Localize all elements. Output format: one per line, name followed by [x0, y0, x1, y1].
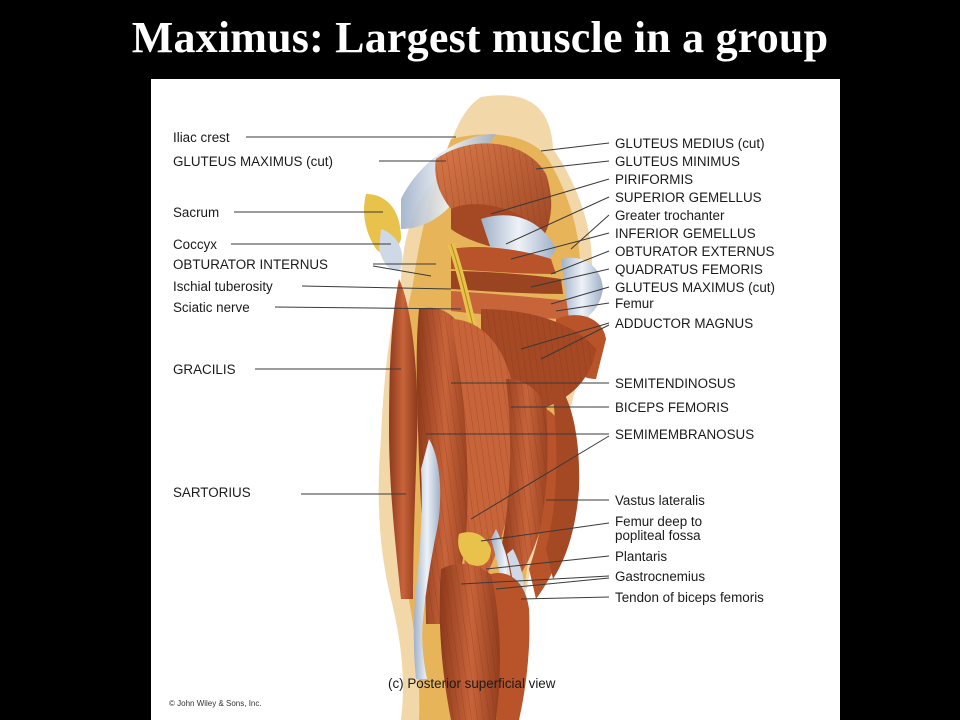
label-semitendinosus: SEMITENDINOSUS [615, 376, 736, 391]
label-plantaris: Plantaris [615, 549, 667, 564]
label-sciatic-nerve: Sciatic nerve [173, 300, 250, 315]
label-inferior-gemellus: INFERIOR GEMELLUS [615, 226, 756, 241]
label-tendon-biceps-femoris: Tendon of biceps femoris [615, 590, 764, 605]
posterior-thigh-illustration: Iliac crest GLUTEUS MAXIMUS (cut) Sacrum… [169, 95, 775, 720]
label-obturator-internus: OBTURATOR INTERNUS [173, 257, 328, 272]
label-ischial-tuberosity: Ischial tuberosity [173, 279, 273, 294]
label-vastus-lateralis: Vastus lateralis [615, 493, 705, 508]
label-gluteus-maximus-cut-right: GLUTEUS MAXIMUS (cut) [615, 280, 775, 295]
label-gastrocnemius: Gastrocnemius [615, 569, 705, 584]
gracilis-muscle [389, 279, 418, 599]
left-labels: Iliac crest GLUTEUS MAXIMUS (cut) Sacrum… [173, 130, 333, 500]
label-sartorius: SARTORIUS [173, 485, 251, 500]
label-gluteus-medius-cut: GLUTEUS MEDIUS (cut) [615, 136, 765, 151]
label-femur: Femur [615, 296, 654, 311]
label-semimembranosus: SEMIMEMBRANOSUS [615, 427, 754, 442]
left-leader-lines [231, 136, 462, 495]
label-sacrum: Sacrum [173, 205, 219, 220]
label-biceps-femoris: BICEPS FEMORIS [615, 400, 729, 415]
label-iliac-crest: Iliac crest [173, 130, 230, 145]
label-obturator-externus: OBTURATOR EXTERNUS [615, 244, 775, 259]
label-piriformis: PIRIFORMIS [615, 172, 693, 187]
label-superior-gemellus: SUPERIOR GEMELLUS [615, 190, 762, 205]
copyright-notice: © John Wiley & Sons, Inc. [169, 699, 262, 708]
label-greater-trochanter: Greater trochanter [615, 208, 725, 223]
label-gracilis: GRACILIS [173, 362, 236, 377]
slide-title: Maximus: Largest muscle in a group [131, 13, 829, 62]
label-gluteus-minimus: GLUTEUS MINIMUS [615, 154, 740, 169]
anatomy-figure: Iliac crest GLUTEUS MAXIMUS (cut) Sacrum… [151, 79, 840, 720]
right-leader-lines [426, 142, 610, 600]
right-labels: GLUTEUS MEDIUS (cut) GLUTEUS MINIMUS PIR… [615, 136, 775, 605]
vastus-lateralis-muscle [546, 379, 580, 579]
label-gluteus-maximus-cut-left: GLUTEUS MAXIMUS (cut) [173, 154, 333, 169]
label-coccyx: Coccyx [173, 237, 217, 252]
label-femur-deep-line1: Femur deep to [615, 514, 702, 529]
figure-caption: (c) Posterior superficial view [388, 676, 556, 691]
label-quadratus-femoris: QUADRATUS FEMORIS [615, 262, 763, 277]
label-femur-deep-line2: popliteal fossa [615, 528, 701, 543]
label-adductor-magnus: ADDUCTOR MAGNUS [615, 316, 753, 331]
